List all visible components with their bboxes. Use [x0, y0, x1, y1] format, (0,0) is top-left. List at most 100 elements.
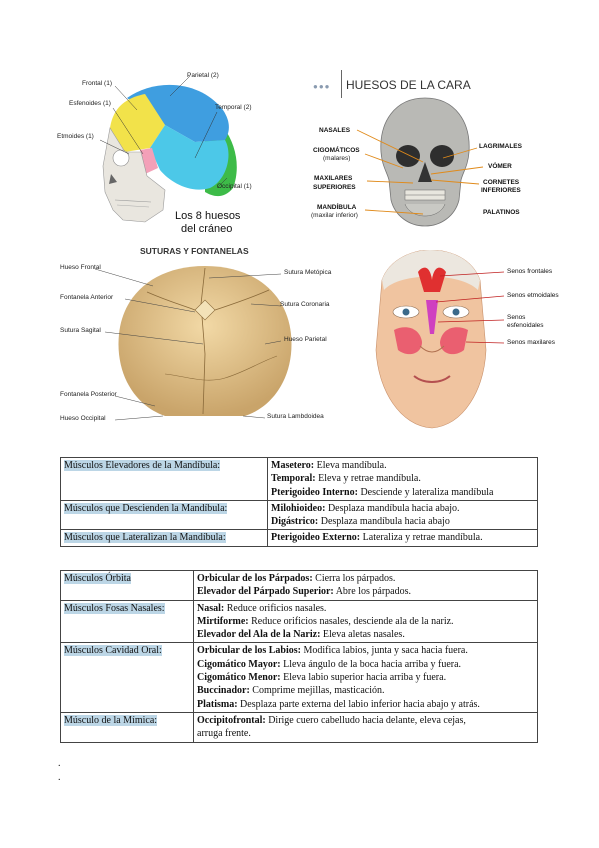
muscle-name: Occipitofrontal:: [197, 714, 266, 726]
table-row: Músculos Fosas Nasales: Nasal: Reduce or…: [60, 599, 538, 644]
muscle-name: Orbicular de los Labios:: [197, 645, 301, 657]
muscle-name: Cigomático Mayor:: [197, 658, 281, 670]
label-esfenoidales: esfenoidales: [507, 322, 544, 329]
label-sutura-lambdoidea: Sutura Lambdoidea: [267, 413, 324, 420]
muscle-action: Desplaza mandíbula hacia abajo: [318, 516, 450, 528]
muscle-action: Abre los párpados.: [333, 586, 411, 598]
muscle-group-label: Músculos que Lateralizan la Mandíbula:: [64, 532, 226, 544]
muscle-action: arruga frente.: [197, 728, 251, 740]
muscle-action: Lateraliza y retrae mandíbula.: [360, 532, 483, 544]
table-row: Músculos Cavidad Oral: Orbicular de los …: [60, 642, 538, 713]
muscle-action: Desplaza parte externa del labio inferio…: [237, 698, 480, 710]
skull-front-illustration: [380, 97, 470, 227]
muscle-name: Temporal:: [271, 473, 316, 485]
label-fontanela-anterior: Fontanela Anterior: [60, 294, 114, 301]
footer-mark: .: [58, 758, 61, 769]
muscle-group-label: Músculos que Descienden la Mandíbula:: [64, 502, 228, 514]
muscle-name: Nasal:: [197, 602, 225, 614]
muscle-action: Comprime mejillas, masticación.: [249, 685, 385, 697]
sinuses-figure: Senos frontales Senos etmoidales Senos e…: [360, 250, 575, 430]
bullet-dots-icon: ●●●: [313, 82, 331, 91]
muscle-group-label: Músculos Órbita: [64, 573, 131, 584]
table-row: Músculos que Lateralizan la Mandíbula: P…: [60, 529, 538, 547]
muscle-name: Orbicular de los Párpados:: [197, 573, 313, 584]
muscle-name: Digástrico:: [271, 516, 319, 528]
table-row: Músculos Órbita Orbicular de los Párpado…: [60, 570, 538, 601]
label-superiores: SUPERIORES: [313, 184, 356, 191]
label-lagrimales: LAGRIMALES: [479, 143, 522, 150]
mandible-muscles-table: Músculos Elevadores de la Mandíbula: Mas…: [60, 457, 538, 547]
muscle-name: Elevador del Párpado Superior:: [197, 586, 334, 598]
muscle-action: Reduce orificios nasales.: [224, 602, 327, 614]
label-senos-maxilares: Senos maxilares: [507, 339, 556, 346]
muscle-action: Modifica labios, junta y saca hacia fuer…: [301, 645, 468, 657]
label-sutura-coronaria: Sutura Coronaria: [280, 301, 330, 308]
muscle-action: Eleva aletas nasales.: [320, 629, 405, 641]
muscle-action: Cierra los párpados.: [312, 573, 396, 584]
label-parietal: Parietal (2): [187, 72, 219, 79]
muscle-action: Eleva y retrae mandíbula.: [315, 473, 421, 485]
face-muscles-table: Músculos Órbita Orbicular de los Párpado…: [60, 570, 538, 743]
muscle-action: Dirige cuero cabelludo hacia delante, el…: [265, 714, 466, 726]
table-row: Músculos que Descienden la Mandíbula: Mi…: [60, 499, 538, 531]
face-sinuses-illustration: [375, 250, 505, 429]
label-senos-etmoidales: Senos etmoidales: [507, 292, 559, 299]
muscle-name: Pterigoideo Interno:: [271, 486, 358, 498]
label-cornetes: CORNETES: [483, 179, 520, 186]
label-hueso-frontal: Hueso Frontal: [60, 264, 101, 271]
sutures-figure: SUTURAS Y FONTANELAS Hueso Frontal Fonta…: [55, 244, 355, 428]
label-occipital: Occipital (1): [217, 183, 252, 190]
label-sutura-metopica: Sutura Metópica: [284, 269, 332, 276]
skull-caption-line1: Los 8 huesos: [175, 210, 241, 222]
label-cigomaticos: CIGOMÁTICOS: [313, 147, 360, 154]
baby-skull-illustration: [94, 266, 292, 421]
muscle-name: Mirtiforme:: [197, 615, 249, 627]
muscle-action: Lleva ángulo de la boca hacia arriba y f…: [280, 658, 462, 670]
muscle-name: Platisma:: [197, 698, 238, 710]
label-maxilar-inferior: (maxilar inferior): [311, 212, 358, 219]
muscle-group-label: Músculos Fosas Nasales:: [64, 602, 165, 614]
title-divider: [341, 70, 342, 98]
muscle-action: Desciende y lateraliza mandíbula: [357, 486, 494, 498]
label-etmoides: Etmoides (1): [57, 133, 94, 140]
muscle-group-label: Músculo de la Mímica:: [64, 714, 158, 726]
label-esfenoides: Esfenoides (1): [69, 100, 111, 107]
label-inferiores: INFERIORES: [481, 187, 521, 194]
label-palatinos: PALATINOS: [483, 209, 520, 216]
muscle-action: Desplaza mandíbula hacia abajo.: [325, 502, 460, 514]
label-sutura-sagital: Sutura Sagital: [60, 327, 101, 334]
muscle-group-label: Músculos Elevadores de la Mandíbula:: [64, 460, 221, 471]
label-vomer: VÓMER: [488, 163, 512, 170]
muscle-name: Cigomático Menor:: [197, 672, 281, 684]
label-frontal: Frontal (1): [82, 80, 112, 87]
table-row: Músculo de la Mímica: Occipitofrontal: D…: [60, 711, 538, 743]
muscle-action: Eleva mandíbula.: [314, 460, 387, 471]
sutures-title: SUTURAS Y FONTANELAS: [140, 246, 249, 256]
label-temporal: Temporal (2): [215, 104, 252, 111]
muscle-group-label: Músculos Cavidad Oral:: [64, 645, 162, 657]
table-row: Músculos Elevadores de la Mandíbula: Mas…: [60, 457, 538, 501]
muscle-name: Masetero:: [271, 460, 315, 471]
muscle-name: Buccinador:: [197, 685, 250, 697]
face-bones-figure: ●●● HUESOS DE LA CARA NASALES CIGOMÁTICO…: [305, 68, 545, 238]
label-senos-frontales: Senos frontales: [507, 268, 553, 275]
skull-lateral-illustration: [99, 75, 237, 223]
muscle-action: Eleva labio superior hacia arriba y fuer…: [280, 672, 447, 684]
label-fontanela-posterior: Fontanela Posterior: [60, 391, 117, 398]
face-bones-title: HUESOS DE LA CARA: [346, 78, 471, 92]
footer-mark: .: [58, 772, 61, 783]
muscle-action: Reduce orificios nasales, desciende ala …: [248, 615, 454, 627]
label-nasales: NASALES: [319, 127, 351, 134]
label-malares: (malares): [323, 155, 351, 162]
label-maxilares: MAXILARES: [314, 175, 353, 182]
label-hueso-parietal: Hueso Parietal: [284, 336, 327, 343]
face-bones-leaders: [356, 129, 484, 215]
skull-caption-line2: del cráneo: [181, 223, 233, 235]
label-mandibula: MANDÍBULA: [317, 204, 357, 211]
skull-lateral-figure: Frontal (1) Parietal (2) Esfenoides (1) …: [55, 70, 275, 240]
muscle-name: Milohioideo:: [271, 502, 326, 514]
label-hueso-occipital: Hueso Occipital: [60, 415, 106, 422]
muscle-name: Elevador del Ala de la Nariz:: [197, 629, 321, 641]
muscle-name: Pterigoideo Externo:: [271, 532, 361, 544]
label-senos: Senos: [507, 314, 526, 321]
